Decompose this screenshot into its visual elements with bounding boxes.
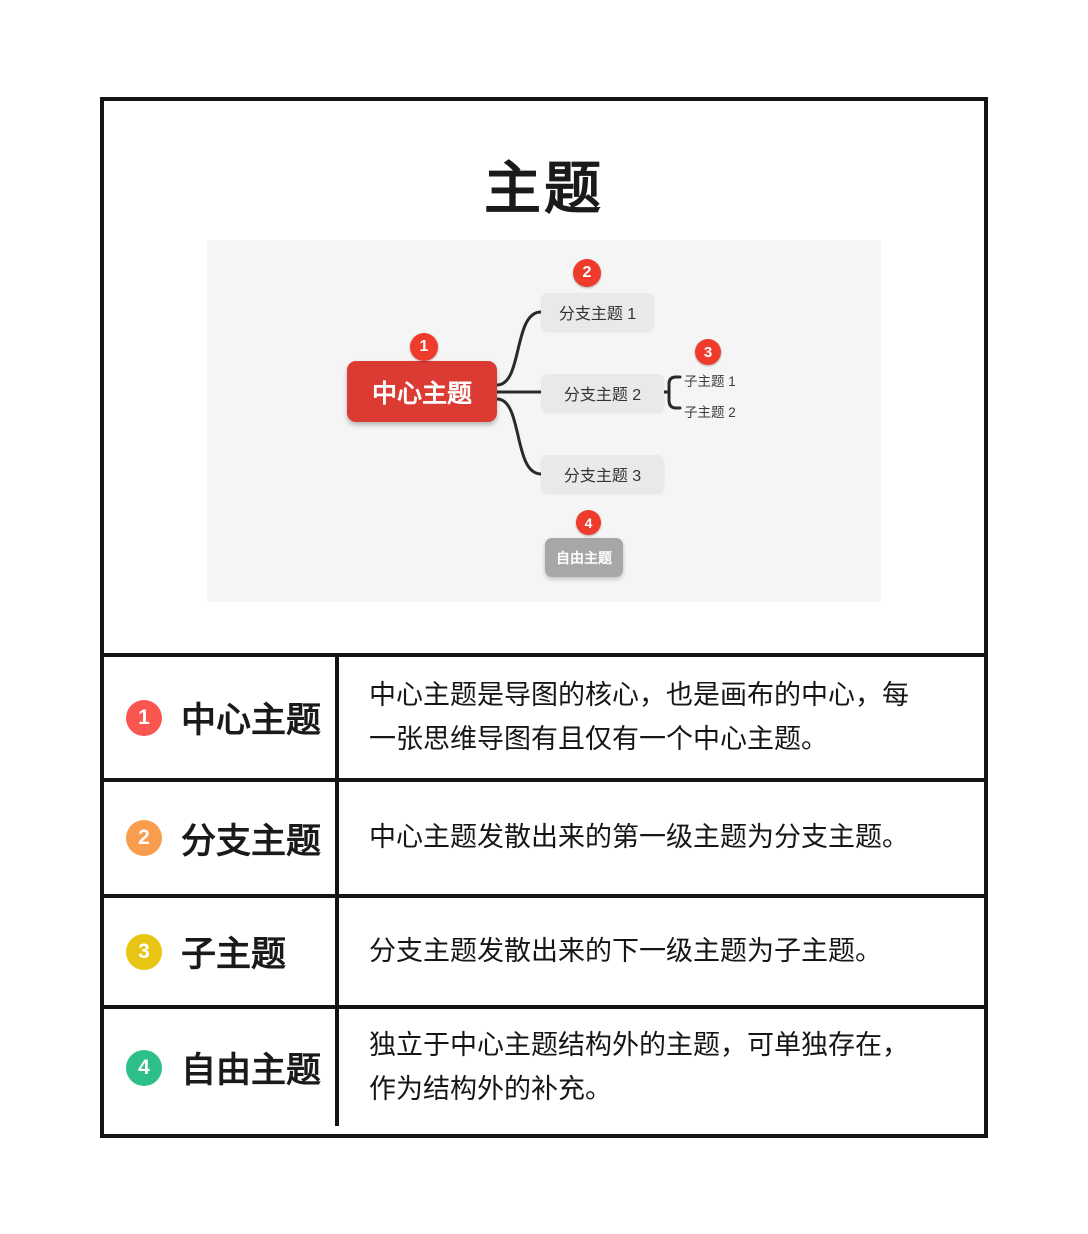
term-label: 自由主题 (181, 1051, 322, 1090)
legend-table: 1 中心主题 中心主题是导图的核心，也是画布的中心，每 一张思维导图有且仅有一个… (104, 653, 984, 1126)
desc-cell: 独立于中心主题结构外的主题，可单独存在， 作为结构外的补充。 (339, 1009, 984, 1126)
term-description: 独立于中心主题结构外的主题，可单独存在， 作为结构外的补充。 (369, 1029, 909, 1104)
term-label: 子主题 (181, 935, 287, 974)
term-description: 中心主题是导图的核心，也是画布的中心，每 一张思维导图有且仅有一个中心主题。 (369, 679, 909, 754)
term-description: 中心主题发散出来的第一级主题为分支主题。 (369, 822, 909, 853)
term-cell: 4 自由主题 (104, 1009, 339, 1126)
legend-badge-1: 1 (126, 699, 162, 736)
legend-row-free-topic: 4 自由主题 独立于中心主题结构外的主题，可单独存在， 作为结构外的补充。 (104, 1005, 984, 1126)
central-topic-node: 中心主题 (347, 361, 497, 422)
term-cell: 3 子主题 (104, 898, 339, 1005)
desc-cell: 分支主题发散出来的下一级主题为子主题。 (339, 898, 984, 1005)
legend-badge-2: 2 (126, 820, 162, 856)
desc-cell: 中心主题发散出来的第一级主题为分支主题。 (339, 782, 984, 894)
branch-topic-node-1: 分支主题 1 (541, 293, 654, 331)
legend-row-central-topic: 1 中心主题 中心主题是导图的核心，也是画布的中心，每 一张思维导图有且仅有一个… (104, 657, 984, 778)
connector-branch-1 (495, 310, 543, 387)
subtopic-node-2: 子主题 2 (684, 405, 736, 420)
branch-topic-node-3: 分支主题 3 (541, 455, 664, 493)
legend-badge-3: 3 (126, 933, 162, 970)
desc-cell: 中心主题是导图的核心，也是画布的中心，每 一张思维导图有且仅有一个中心主题。 (339, 657, 984, 778)
legend-row-sub-topic: 3 子主题 分支主题发散出来的下一级主题为子主题。 (104, 894, 984, 1005)
term-label: 分支主题 (181, 821, 322, 861)
connector-subtopic-bracket (667, 375, 682, 410)
free-topic-node: 自由主题 (545, 538, 623, 577)
term-cell: 1 中心主题 (104, 657, 339, 778)
connector-lines (495, 310, 682, 476)
diagram-badge-2: 2 (573, 259, 601, 287)
page-title: 主题 (484, 157, 604, 221)
diagram-badge-4: 4 (576, 510, 601, 535)
topic-doc-card: 主题 1 中心主题 2 分支主题 1 分支主题 2 分支主题 3 3 子主题 1… (100, 97, 988, 1138)
diagram-badge-1: 1 (410, 333, 438, 361)
branch-topic-node-2: 分支主题 2 (541, 374, 664, 412)
subtopic-node-1: 子主题 1 (684, 374, 736, 389)
mindmap-canvas: 1 中心主题 2 分支主题 1 分支主题 2 分支主题 3 3 子主题 1 子主… (207, 240, 881, 602)
term-label: 中心主题 (181, 701, 322, 740)
connector-branch-3 (495, 397, 543, 476)
term-description: 分支主题发散出来的下一级主题为子主题。 (369, 935, 882, 966)
legend-badge-4: 4 (126, 1049, 162, 1086)
term-cell: 2 分支主题 (104, 782, 339, 894)
diagram-badge-3: 3 (695, 339, 721, 365)
legend-row-branch-topic: 2 分支主题 中心主题发散出来的第一级主题为分支主题。 (104, 778, 984, 894)
